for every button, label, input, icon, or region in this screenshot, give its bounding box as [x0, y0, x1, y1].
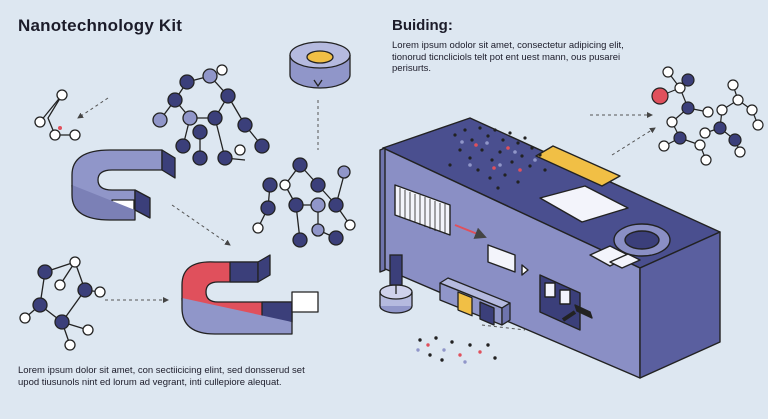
cartridge-icon	[439, 277, 511, 326]
nano-assembler-device-icon	[379, 117, 721, 379]
bottom-description: Lorem ipsum dolor sit amet, con sectiici…	[18, 365, 305, 388]
page-title: Nanotechnology Kit	[18, 16, 183, 35]
ring-molecule-icon	[152, 64, 270, 166]
dashed-connectors	[77, 97, 656, 331]
red-magnet-icon	[181, 254, 319, 335]
small-molecule-icon	[34, 89, 81, 141]
probe-stand-icon	[379, 254, 413, 314]
purple-magnet-icon	[71, 149, 176, 221]
right-molecule-icon	[651, 66, 764, 166]
nanoparticle-cloud	[448, 126, 547, 190]
bottom-molecule-icon	[19, 256, 106, 351]
network-molecule-icon	[252, 157, 356, 248]
scattered-particles	[416, 336, 497, 364]
building-description: Lorem ipsum odolor sit amet, consectetur…	[392, 40, 624, 74]
nanotube-ring-icon	[289, 41, 351, 89]
building-heading: Buiding:	[392, 17, 453, 34]
